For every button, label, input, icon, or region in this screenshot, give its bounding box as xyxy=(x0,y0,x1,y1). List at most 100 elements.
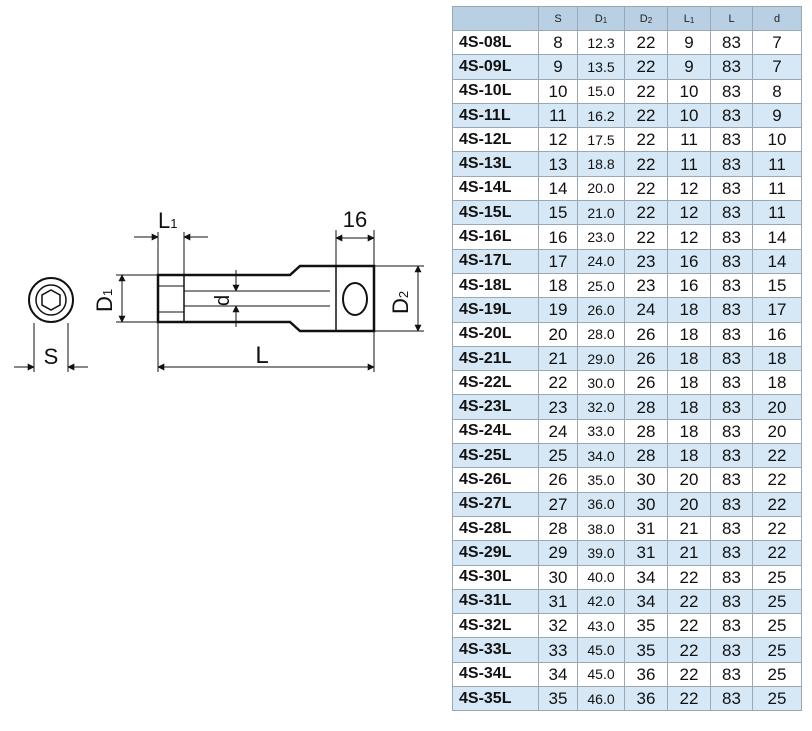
cell-d1: 32.0 xyxy=(577,394,625,420)
cell-s: 35 xyxy=(538,686,578,712)
l-dimension: L xyxy=(157,322,375,372)
cell-model: 4S-26L xyxy=(452,467,539,493)
cell-l: 83 xyxy=(710,297,753,323)
cell-model: 4S-11L xyxy=(452,102,539,129)
cell-model: 4S-17L xyxy=(452,248,539,274)
cell-d2: 36 xyxy=(624,686,668,712)
cell-l: 83 xyxy=(710,102,753,129)
cell-d1: 21.0 xyxy=(577,200,625,226)
cell-l1: 12 xyxy=(667,200,711,226)
cell-l: 83 xyxy=(710,613,753,639)
cell-d: 25 xyxy=(752,564,802,590)
cell-d2: 28 xyxy=(624,443,668,469)
dim16-label: 16 xyxy=(343,207,367,232)
cell-d: 8 xyxy=(752,78,802,104)
cell-d: 16 xyxy=(752,321,802,347)
cell-l: 83 xyxy=(710,272,753,299)
cell-d1: 25.0 xyxy=(577,272,625,299)
cell-l: 83 xyxy=(710,443,753,469)
cell-l1: 11 xyxy=(667,127,711,153)
cell-d: 15 xyxy=(752,272,802,299)
cell-model: 4S-24L xyxy=(452,418,539,445)
cell-model: 4S-31L xyxy=(452,588,539,615)
cell-d1: 43.0 xyxy=(577,613,625,639)
cell-d2: 26 xyxy=(624,321,668,347)
cell-d2: 35 xyxy=(624,613,668,639)
cell-l: 83 xyxy=(710,540,753,566)
header-d: d xyxy=(752,6,802,31)
cell-l: 83 xyxy=(710,394,753,420)
cell-d1: 46.0 xyxy=(577,686,625,712)
cell-d2: 22 xyxy=(624,78,668,104)
cell-d1: 24.0 xyxy=(577,248,625,274)
d2-dimension: D2 xyxy=(374,265,424,332)
l1-dimension: L1 xyxy=(134,208,208,275)
cell-d2: 23 xyxy=(624,248,668,274)
cell-model: 4S-16L xyxy=(452,224,539,250)
cell-d: 25 xyxy=(752,637,802,663)
cell-d: 11 xyxy=(752,200,802,226)
cell-model: 4S-29L xyxy=(452,540,539,566)
cell-d: 14 xyxy=(752,248,802,274)
svg-text:D2: D2 xyxy=(388,291,413,314)
cell-model: 4S-09L xyxy=(452,54,539,80)
d1-label: D xyxy=(92,296,117,312)
cell-d: 20 xyxy=(752,394,802,420)
cell-l1: 21 xyxy=(667,540,711,566)
cell-d1: 33.0 xyxy=(577,418,625,445)
svg-text:L1: L1 xyxy=(158,208,177,233)
cell-s: 21 xyxy=(538,345,578,372)
cell-l1: 22 xyxy=(667,661,711,688)
l1-subscript: 1 xyxy=(170,216,177,231)
d1-subscript: 1 xyxy=(100,289,115,296)
cell-l1: 9 xyxy=(667,29,711,56)
cell-d1: 35.0 xyxy=(577,467,625,493)
cell-l: 83 xyxy=(710,127,753,153)
svg-text:D1: D1 xyxy=(92,289,117,312)
cell-d2: 35 xyxy=(624,637,668,663)
cell-d1: 15.0 xyxy=(577,78,625,104)
cell-d: 25 xyxy=(752,588,802,615)
cell-s: 32 xyxy=(538,613,578,639)
cell-d: 14 xyxy=(752,224,802,250)
cell-l: 83 xyxy=(710,418,753,445)
cell-d: 18 xyxy=(752,345,802,372)
cell-d1: 39.0 xyxy=(577,540,625,566)
cell-d1: 30.0 xyxy=(577,370,625,396)
cell-d: 9 xyxy=(752,102,802,129)
cell-s: 13 xyxy=(538,151,578,177)
s-label: S xyxy=(44,344,59,369)
cell-d2: 22 xyxy=(624,102,668,129)
cell-d: 7 xyxy=(752,29,802,56)
cell-model: 4S-21L xyxy=(452,345,539,372)
cell-l1: 18 xyxy=(667,418,711,445)
cell-d: 20 xyxy=(752,418,802,445)
cell-s: 23 xyxy=(538,394,578,420)
cell-l1: 20 xyxy=(667,491,711,517)
header-s: S xyxy=(538,6,578,31)
cell-l1: 16 xyxy=(667,272,711,299)
cell-d1: 20.0 xyxy=(577,175,625,202)
cell-l1: 9 xyxy=(667,54,711,80)
cell-l1: 20 xyxy=(667,467,711,493)
cell-d: 22 xyxy=(752,515,802,542)
d2-label: D xyxy=(388,298,413,314)
table-header-row: S D1 D2 L1 L d xyxy=(452,6,802,31)
socket-side-view xyxy=(156,264,376,333)
cell-d2: 22 xyxy=(624,224,668,250)
cell-l: 83 xyxy=(710,54,753,80)
cell-d2: 36 xyxy=(624,661,668,688)
cell-s: 29 xyxy=(538,540,578,566)
cell-s: 20 xyxy=(538,321,578,347)
